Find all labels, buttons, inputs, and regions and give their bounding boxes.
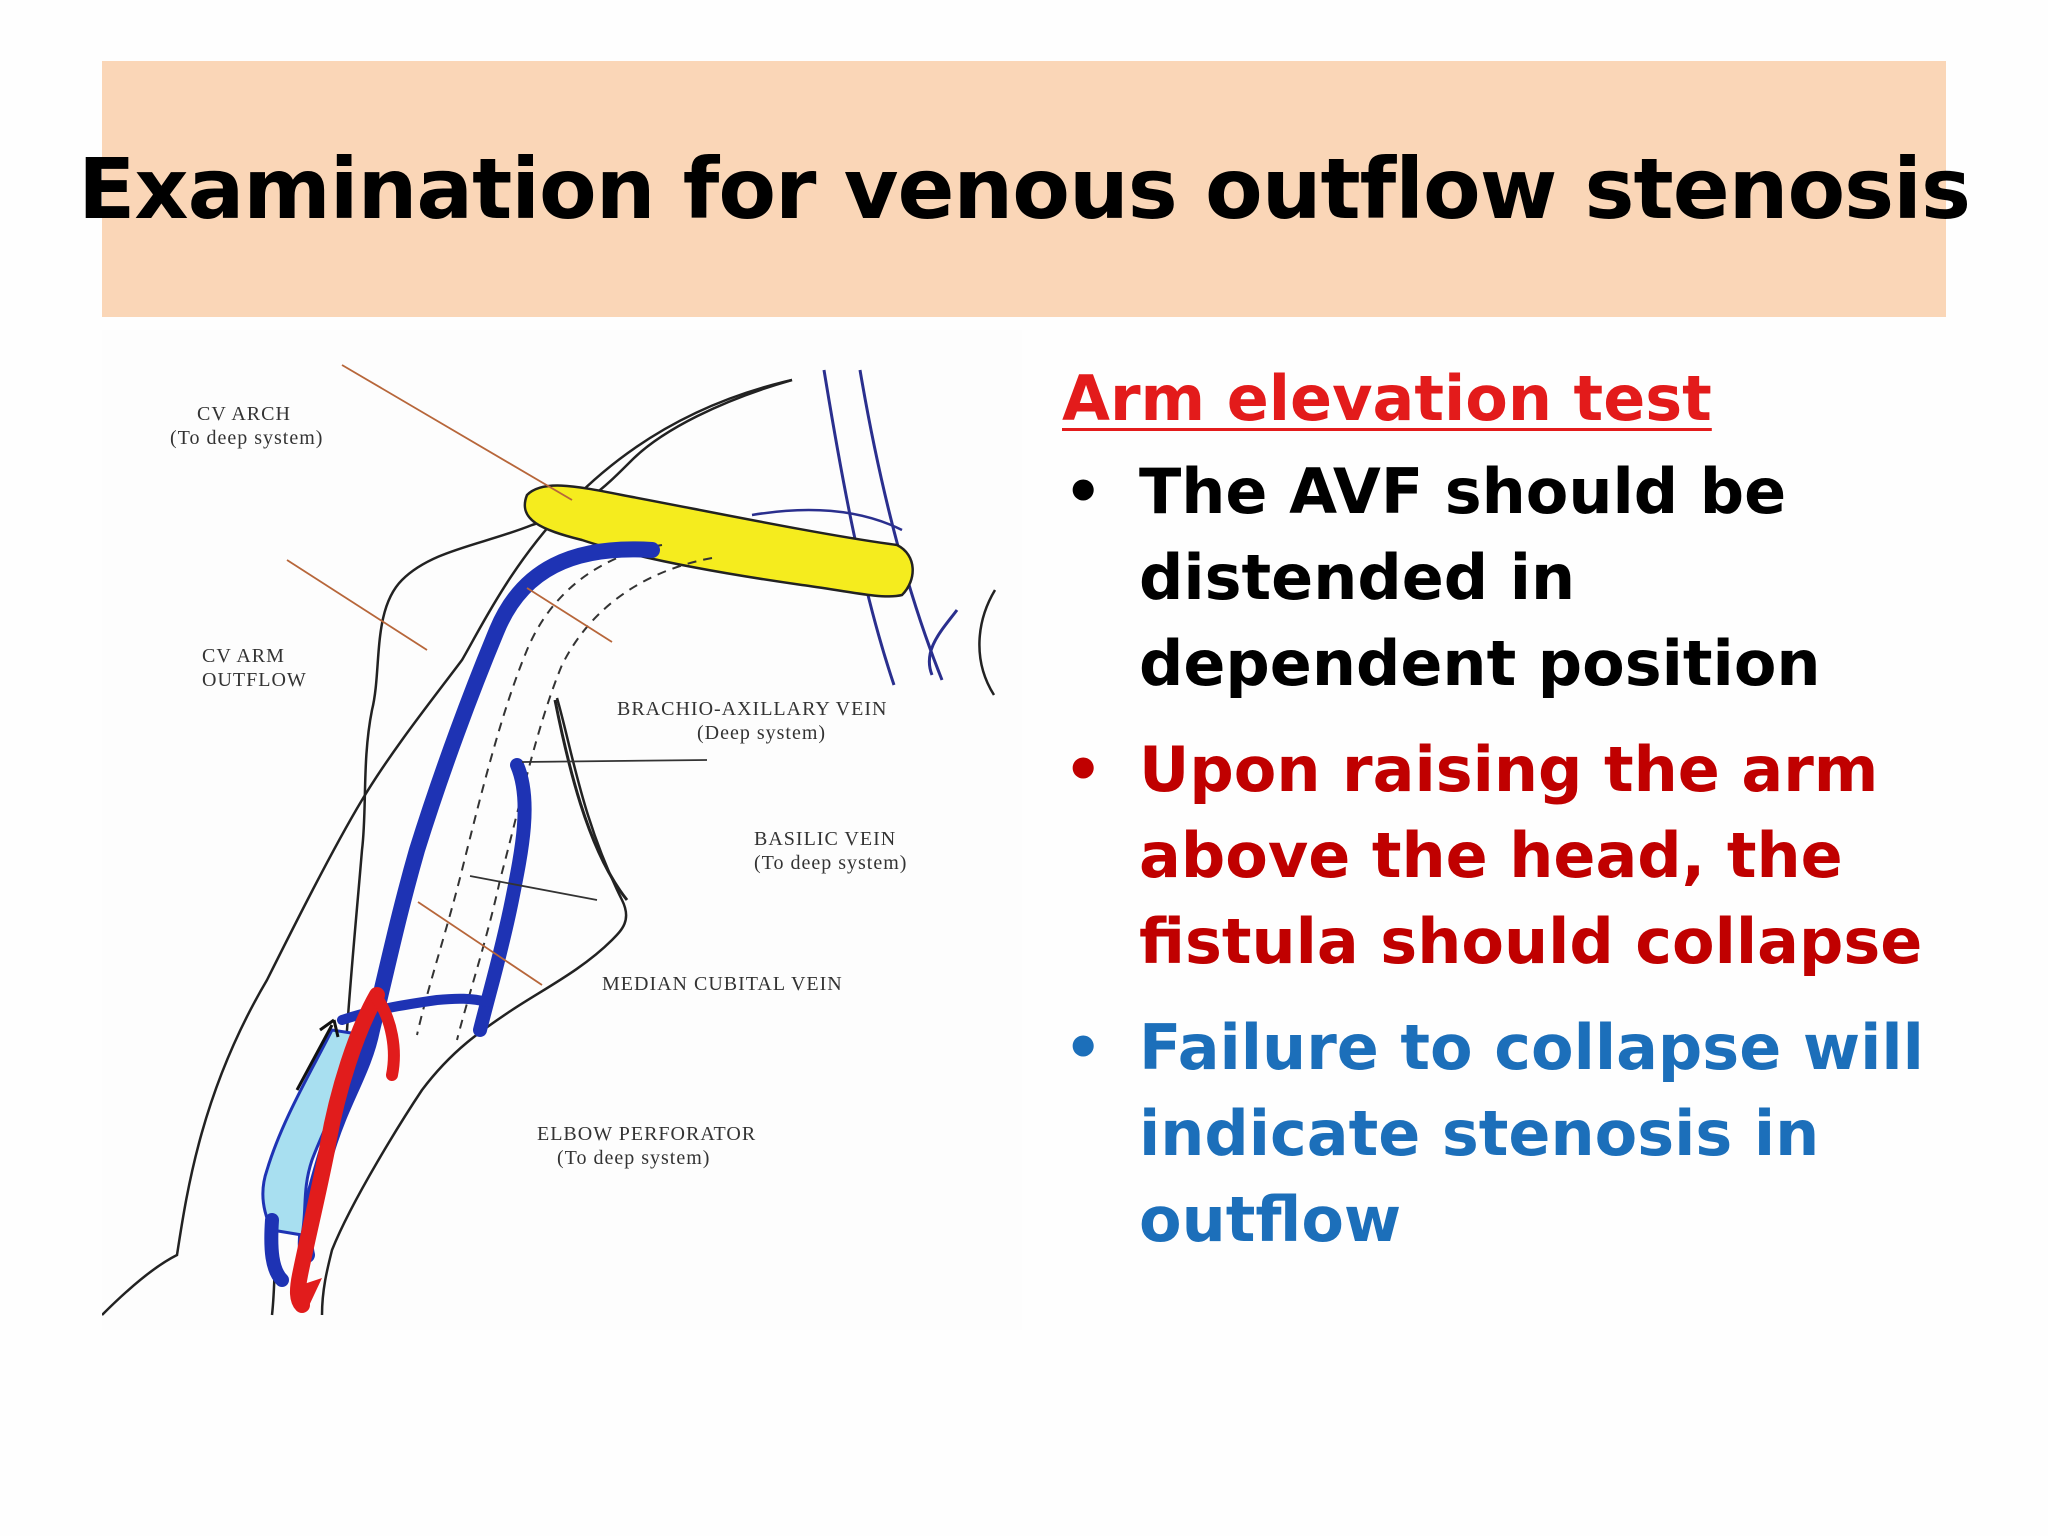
- label-median-cubital: MEDIAN CUBITAL VEIN: [602, 973, 843, 995]
- label-cv-arch-sub: (To deep system): [170, 427, 323, 449]
- label-basilic: BASILIC VEIN: [754, 828, 896, 850]
- flow-arrow-head: [319, 1018, 340, 1038]
- artery-branch: [371, 992, 400, 1081]
- bullet-marker: •: [1064, 1013, 1103, 1083]
- arm-vein-diagram: CV ARCH (To deep system) CV ARM OUTFLOW …: [102, 330, 1022, 1330]
- arm-outline-outer: [102, 378, 793, 1316]
- slide-title: Examination for venous outflow stenosis: [78, 140, 1971, 238]
- brachio-axillary-vein-a: [416, 544, 663, 1036]
- axilla-line: [553, 699, 629, 901]
- leader-cv-arm: [286, 559, 428, 651]
- label-basilic-sub: (To deep system): [754, 852, 907, 874]
- label-elbow-perforator: ELBOW PERFORATOR: [537, 1123, 756, 1145]
- text-content: Arm elevation test • The AVF should be d…: [1062, 362, 1962, 1283]
- leader-brachio: [526, 587, 613, 643]
- chest-line-2: [858, 369, 944, 681]
- chest-line-3: [927, 609, 959, 676]
- leader-median: [469, 875, 598, 901]
- bullet-text-3: Failure to collapse will indicate stenos…: [1139, 1011, 1924, 1256]
- diagram-svg: CV ARCH (To deep system) CV ARM OUTFLOW …: [102, 364, 997, 1316]
- leader-cv-arch: [341, 364, 573, 501]
- bullet-marker: •: [1064, 457, 1103, 527]
- leader-elbow: [417, 901, 543, 986]
- label-cv-arm: CV ARM: [202, 645, 285, 667]
- bullet-list: • The AVF should be distended in depende…: [1062, 449, 1962, 1263]
- artery-tip: [292, 1278, 322, 1310]
- chest-line-4: [978, 589, 997, 696]
- title-band: Examination for venous outflow stenosis: [78, 61, 1971, 317]
- label-cv-arm-outflow: OUTFLOW: [202, 669, 307, 691]
- bullet-item-3: • Failure to collapse will indicate sten…: [1062, 1005, 1962, 1263]
- forearm-vein-lower: [264, 1213, 289, 1287]
- basilic-vein: [473, 758, 532, 1037]
- bullet-marker: •: [1064, 735, 1103, 805]
- label-brachio-sub: (Deep system): [697, 722, 826, 744]
- label-elbow-sub: (To deep system): [557, 1147, 710, 1169]
- brachio-axillary-vein-b: [456, 557, 713, 1041]
- bullet-item-2: • Upon raising the arm above the head, t…: [1062, 727, 1962, 985]
- flow-arrow: [295, 1024, 334, 1091]
- shoulder-curve: [751, 508, 903, 532]
- bullet-text-2: Upon raising the arm above the head, the…: [1139, 733, 1923, 978]
- chest-line-1: [822, 369, 896, 686]
- bullet-text-1: The AVF should be distended in dependent…: [1139, 455, 1821, 700]
- label-cv-arch: CV ARCH: [197, 403, 291, 425]
- leader-basilic: [521, 759, 708, 763]
- test-heading: Arm elevation test: [1062, 362, 1712, 435]
- cv-arch-shape: [523, 484, 914, 598]
- label-brachio-axillary: BRACHIO-AXILLARY VEIN: [617, 698, 887, 720]
- bullet-item-1: • The AVF should be distended in depende…: [1062, 449, 1962, 707]
